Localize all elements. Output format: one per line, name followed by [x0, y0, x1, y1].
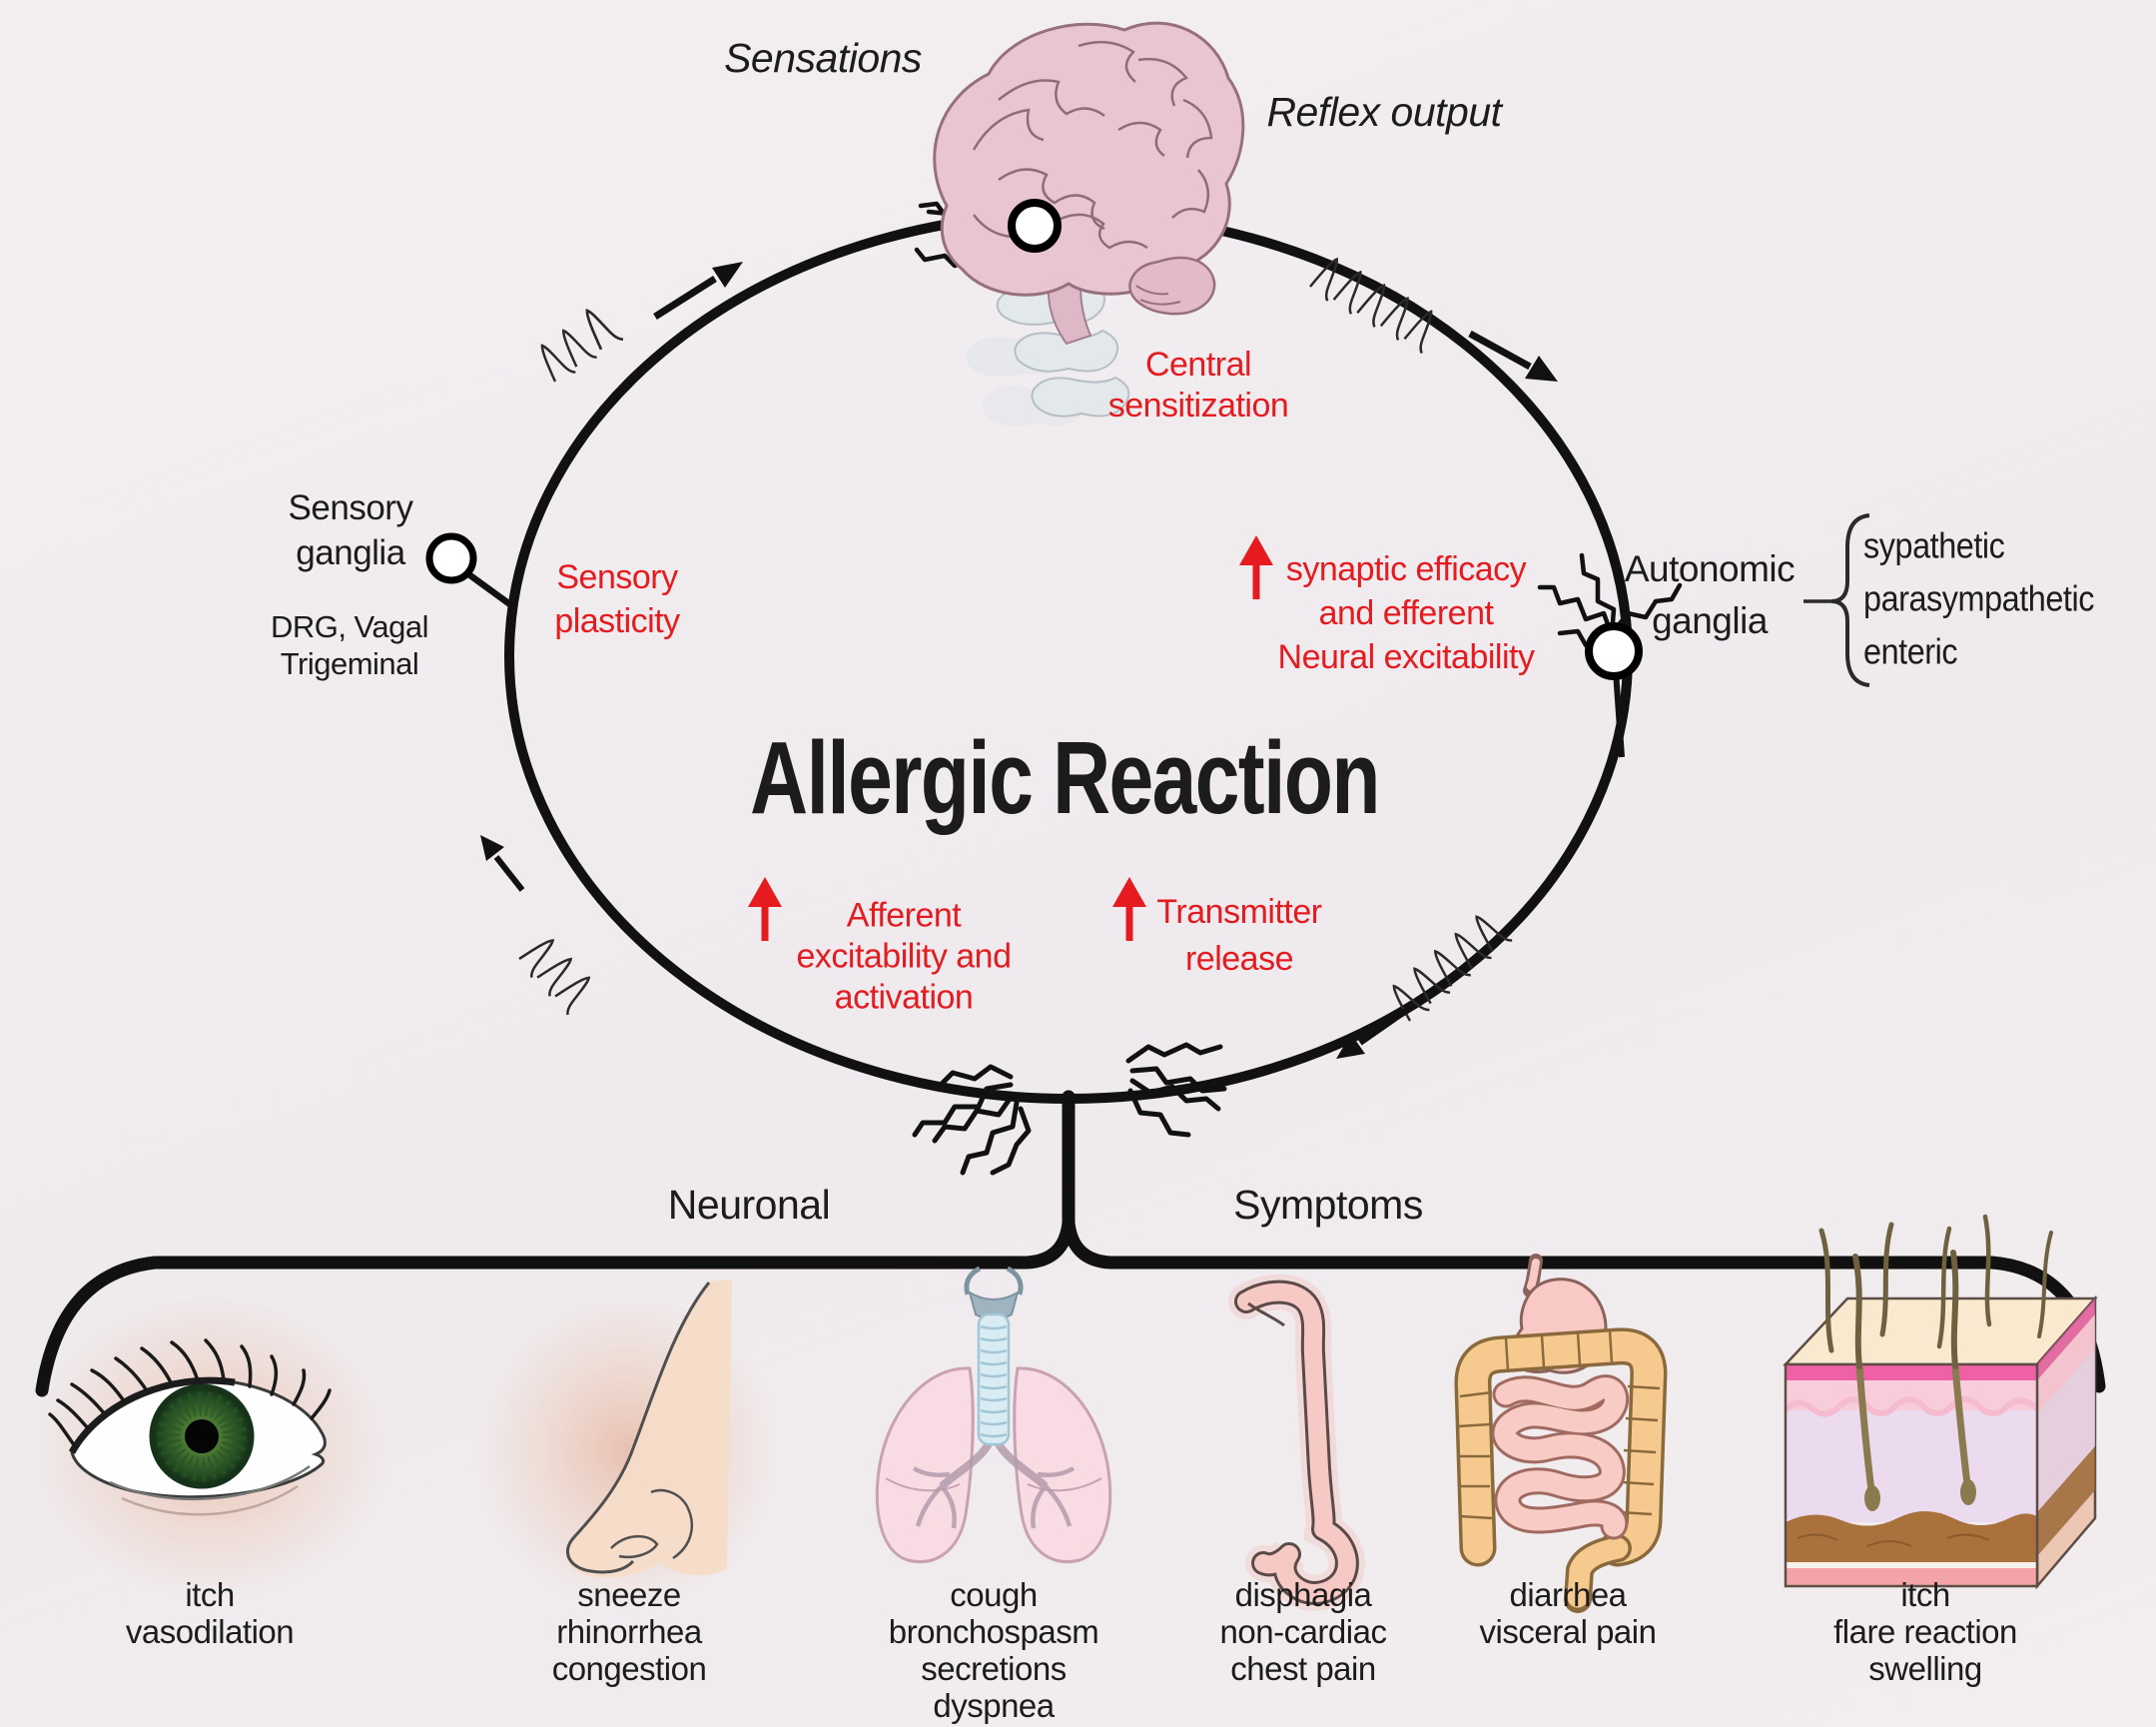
- intestines-icon: [1454, 1254, 1668, 1613]
- reflex-output-label: Reflex output: [1266, 88, 1502, 135]
- nerve-endings-bottom-left: [912, 1064, 1032, 1176]
- lungs-airway-icon: [875, 1266, 1112, 1563]
- synaptic-efficacy-label: synaptic efficacy and efferent Neural ex…: [1277, 550, 1535, 676]
- vertebrae: [965, 280, 1130, 427]
- afferent-excitability-label: Afferent excitability and activation: [796, 896, 1012, 1017]
- autonomic-ganglia-node: [1585, 622, 1643, 758]
- skin-icon: [1783, 1214, 2098, 1590]
- up-arrows-red: [748, 535, 1273, 941]
- cerebrum: [933, 21, 1245, 316]
- figure-title: Allergic Reaction: [750, 720, 1380, 836]
- intestines-symptoms-label: diarrhea visceral pain: [1479, 1576, 1657, 1650]
- lungs-symptoms-label: cough bronchospasm secretions dyspnea: [888, 1576, 1099, 1724]
- haustra-lines: [1457, 1329, 1661, 1520]
- eye-symptoms-label: itch vasodilation: [125, 1576, 295, 1650]
- hairs: [1818, 1214, 2053, 1369]
- autonomic-brace: [1803, 513, 1870, 687]
- esophagus-symptoms-label: disphagia non-cardiac chest pain: [1219, 1576, 1387, 1687]
- nose-icon: [477, 1281, 777, 1608]
- brain-node: [1008, 199, 1062, 253]
- symptoms-header: Symptoms: [1233, 1181, 1423, 1228]
- flow-arrows: [480, 262, 1558, 1059]
- central-sensitization-label: Central sensitization: [1107, 346, 1289, 425]
- sensory-plasticity-label: Sensory plasticity: [554, 558, 680, 640]
- eye-icon: [30, 1295, 389, 1598]
- nose-symptoms-label: sneeze rhinorrhea congestion: [551, 1576, 707, 1687]
- nerve-endings-bottom-right: [1125, 1042, 1227, 1138]
- autonomic-types-list: sypathetic parasympathetic enteric: [1863, 524, 2094, 672]
- brain-icon: [933, 21, 1245, 427]
- sensory-ganglia-label: Sensory ganglia: [288, 488, 413, 572]
- bottom-bracket: [35, 1090, 2106, 1397]
- hair-follicles: [1855, 1365, 1976, 1511]
- sensory-ganglia-sublabel: DRG, Vagal Trigeminal: [270, 609, 429, 681]
- bronchi: [912, 1439, 1076, 1529]
- neuronal-header: Neuronal: [667, 1181, 831, 1228]
- sensations-label: Sensations: [724, 34, 922, 81]
- autonomic-ganglia-label: Autonomic ganglia: [1624, 548, 1796, 641]
- esophagus-icon: [1228, 1274, 1365, 1611]
- spike-train-upper-left: [532, 302, 625, 387]
- sensory-ganglia-node: [425, 532, 513, 608]
- eyelashes: [48, 1338, 332, 1448]
- trachea-rings: [980, 1324, 1008, 1438]
- spike-train-bottom-left: [514, 932, 599, 1017]
- skin-symptoms-label: itch flare reaction swelling: [1833, 1576, 2017, 1687]
- transmitter-release-label: Transmitter release: [1156, 893, 1322, 978]
